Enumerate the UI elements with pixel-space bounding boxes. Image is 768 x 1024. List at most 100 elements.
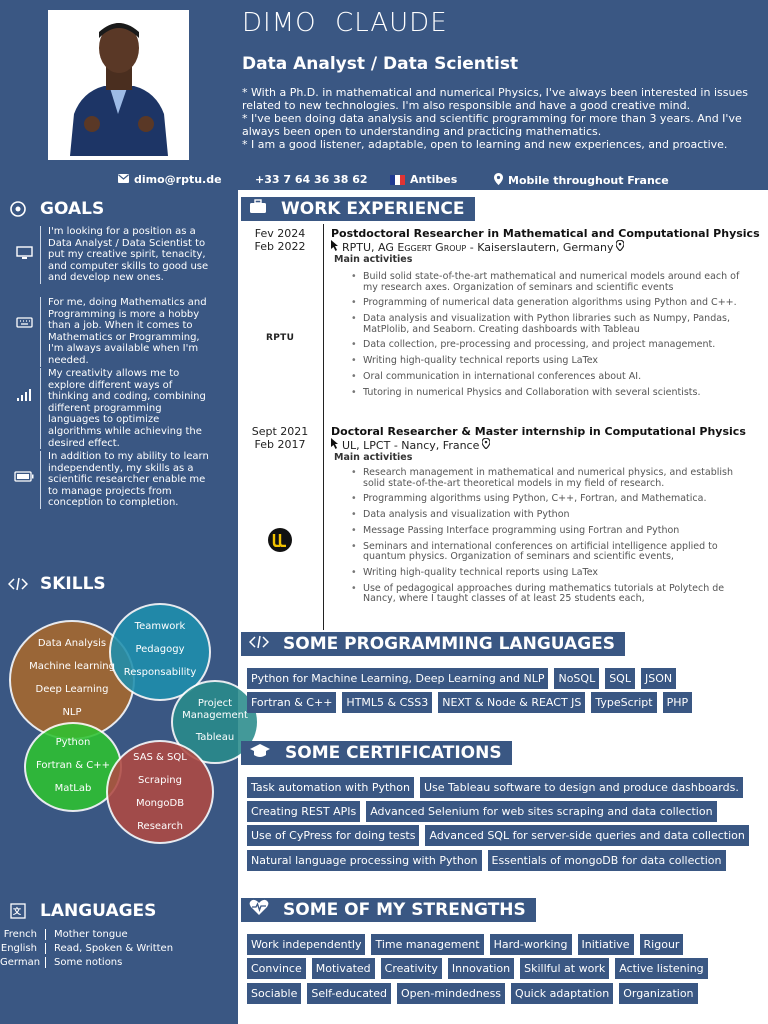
skill-label: Teamwork: [134, 621, 186, 632]
skill-label: Responsability: [123, 667, 197, 678]
skill-label: Project Management: [182, 698, 248, 721]
skills-heading-text: SKILLS: [40, 574, 106, 594]
contact-phone[interactable]: +33 7 64 36 38 62: [255, 173, 368, 186]
tag-item: HTML5 & CSS3: [342, 692, 433, 713]
skill-label: Data Analysis: [37, 638, 107, 649]
goal-text: In addition to my ability to learn indep…: [40, 451, 215, 509]
skill-label: Deep Learning: [35, 684, 109, 695]
tag-item: Rigour: [639, 934, 684, 955]
person-portrait-icon: [52, 14, 185, 156]
activity-item: Message Passing Interface programming us…: [349, 525, 741, 537]
goal-text: I'm looking for a position as a Data Ana…: [40, 226, 215, 284]
skills-heading: SKILLS: [8, 574, 106, 594]
keyboard-icon: [8, 297, 40, 367]
tag-item: Time management: [371, 934, 484, 955]
activity-item: Data analysis and visualization with Pyt…: [349, 313, 741, 335]
rptu-logo: RPTU: [266, 333, 295, 343]
skill-group-management: Project Management Tableau: [176, 698, 254, 744]
skill-label: NLP: [62, 707, 82, 718]
date-end: Fev 2024: [254, 227, 306, 240]
tag-item: Hard-working: [489, 934, 572, 955]
activity-item: Data analysis and visualization with Pyt…: [349, 510, 741, 521]
tag-item: TypeScript: [591, 692, 657, 713]
tag-item: Organization: [619, 983, 698, 1004]
tag-item: Python for Machine Learning, Deep Learni…: [247, 668, 549, 689]
city-text: Antibes: [410, 173, 458, 186]
skill-group-data: Data Analysis Machine learning Deep Lear…: [22, 632, 122, 724]
programming-heading: SOME PROGRAMMING LANGUAGES: [241, 632, 626, 656]
activity-item: Seminars and international conferences o…: [349, 541, 741, 563]
tag-item: NoSQL: [554, 668, 600, 689]
monitor-icon: [8, 226, 40, 284]
contact-city: Antibes: [390, 173, 457, 186]
language-name: English: [0, 943, 46, 954]
svg-text:文: 文: [13, 906, 22, 916]
skill-group-research: SAS & SQL Scraping MongoDB Research: [110, 746, 210, 838]
certifications-heading-text: SOME CERTIFICATIONS: [285, 743, 502, 763]
tag-item: NEXT & Node & REACT JS: [438, 692, 586, 713]
job-title: Doctoral Researcher & Master internship …: [331, 425, 746, 438]
language-row: German Some notions: [0, 957, 122, 968]
email-text: dimo@rptu.de: [134, 173, 222, 186]
goal-item: I'm looking for a position as a Data Ana…: [8, 226, 230, 284]
activity-item: Use of pedagogical approaches during mat…: [349, 583, 741, 605]
sidebar-background: [0, 190, 238, 1024]
tag-item: Motivated: [311, 958, 375, 979]
job-title: Data Analyst / Data Scientist: [242, 54, 519, 74]
heartbeat-icon: [249, 899, 269, 921]
skill-label: Tableau: [195, 732, 235, 743]
contact-email[interactable]: dimo@rptu.de: [118, 173, 222, 186]
skill-label: SAS & SQL: [133, 752, 187, 763]
skill-label: MatLab: [54, 783, 92, 794]
tag-item: Essentials of mongoDB for data collectio…: [487, 850, 726, 871]
goals-heading: GOALS: [8, 199, 104, 219]
skill-label: Machine learning: [29, 661, 115, 672]
language-name: French: [0, 929, 46, 940]
tag-item: Initiative: [577, 934, 634, 955]
tag-item: Use Tableau software to design and produ…: [419, 777, 743, 798]
language-row: French Mother tongue: [0, 929, 128, 940]
main-activities-label: Main activities: [334, 452, 413, 463]
activity-item: Data collection, pre-processing and proc…: [349, 340, 741, 351]
intro-line: * With a Ph.D. in mathematical and numer…: [242, 86, 748, 112]
tag-item: Creating REST APIs: [247, 801, 361, 822]
intro-line: * I've been doing data analysis and scie…: [242, 112, 742, 138]
french-flag-icon: [390, 174, 405, 185]
language-name: German: [0, 957, 46, 968]
activity-item: Build solid state-of-the-art mathematica…: [349, 271, 741, 293]
skill-label: MongoDB: [135, 798, 185, 809]
tag-item: Creativity: [380, 958, 442, 979]
job-organization: RPTU, AG Eggert Group - Kaiserslautern, …: [331, 239, 626, 254]
activity-item: Programming algorithms using Python, C++…: [349, 494, 741, 505]
activity-item: Tutoring in numerical Physics and Collab…: [349, 387, 741, 399]
tag-item: Fortran & C++: [247, 692, 337, 713]
goals-heading-text: GOALS: [40, 199, 105, 219]
skill-bubble-research: [106, 740, 214, 844]
tag-item: Skillful at work: [520, 958, 610, 979]
tag-item: Work independently: [247, 934, 366, 955]
activity-item: Oral communication in international conf…: [349, 371, 741, 383]
profile-photo: [48, 10, 189, 160]
location-pin-icon: [494, 173, 503, 188]
skill-label: Research: [137, 821, 183, 832]
activity-item: Research management in mathematical and …: [349, 467, 741, 489]
tag-item: Use of CyPress for doing tests: [247, 825, 420, 846]
envelope-icon: [118, 173, 129, 186]
goal-item: In addition to my ability to learn indep…: [8, 451, 230, 509]
skill-label: Pedagogy: [135, 644, 185, 655]
tag-item: SQL: [605, 668, 635, 689]
goal-item: My creativity allows me to explore diffe…: [8, 368, 230, 450]
language-level: Mother tongue: [54, 929, 128, 940]
tag-item: Advanced SQL for server-side queries and…: [425, 825, 749, 846]
activity-item: Writing high-quality technical reports u…: [349, 567, 741, 579]
org-group: Eggert Group: [397, 240, 467, 254]
activity-item: Writing high-quality technical reports u…: [349, 356, 741, 367]
work-experience-heading: WORK EXPERIENCE: [241, 197, 475, 221]
mobility-text: Mobile throughout France: [508, 174, 669, 187]
contact-mobility: Mobile throughout France: [494, 173, 669, 188]
date-start: Feb 2017: [254, 438, 306, 451]
tag-item: Natural language processing with Python: [247, 850, 482, 871]
languages-heading-text: LANGUAGES: [40, 901, 157, 921]
tag-item: Self-educated: [307, 983, 391, 1004]
skill-group-programming: Python Fortran & C++ MatLab: [24, 731, 122, 800]
